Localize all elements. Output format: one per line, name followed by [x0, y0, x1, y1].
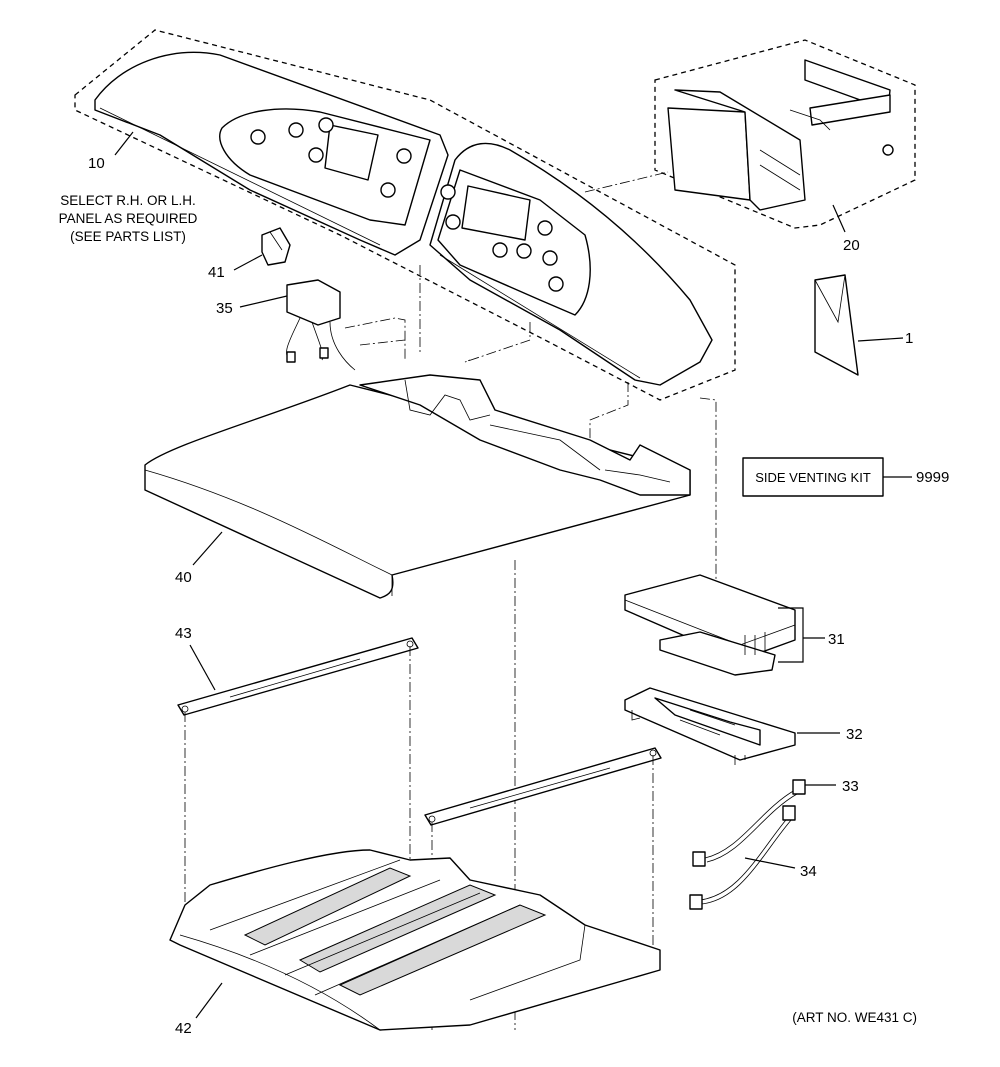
leader-20 — [832, 204, 846, 233]
control-panel-right — [429, 142, 713, 386]
callout-20: 20 — [843, 237, 860, 254]
leader-43 — [189, 644, 216, 691]
leader-41 — [233, 254, 263, 271]
panel-note-line-2: PANEL AS REQUIRED — [59, 211, 198, 226]
callout-42: 42 — [175, 1020, 192, 1037]
control-panel-group-outline — [74, 29, 736, 401]
leader-10 — [114, 131, 134, 156]
callout-41: 41 — [208, 264, 225, 281]
wire-harness-part-34 — [689, 805, 796, 910]
callout-33: 33 — [842, 778, 859, 795]
callout-9999: 9999 — [916, 469, 949, 486]
filter-harness-part-35 — [286, 279, 356, 371]
wire-harness-part-33 — [692, 779, 806, 867]
art-number: (ART NO. WE431 C) — [792, 1010, 917, 1025]
callout-32: 32 — [846, 726, 863, 743]
callout-35: 35 — [216, 300, 233, 317]
callout-1: 1 — [905, 330, 913, 347]
callout-31: 31 — [828, 631, 845, 648]
board-housing-part-32 — [624, 687, 796, 765]
callout-34: 34 — [800, 863, 817, 880]
panel-note-line-1: SELECT R.H. OR L.H. — [60, 193, 196, 208]
side-venting-kit-box — [742, 457, 884, 497]
leader-42 — [195, 982, 223, 1019]
leader-1 — [857, 337, 904, 342]
callout-43: 43 — [175, 625, 192, 642]
top-cover-part-40 — [144, 374, 691, 599]
rail-strip-rear — [424, 747, 662, 826]
callout-40: 40 — [175, 569, 192, 586]
ui-board-link-line — [584, 171, 669, 193]
callout-10: 10 — [88, 155, 105, 172]
literature-part-1 — [814, 274, 859, 376]
panel-note-line-3: (SEE PARTS LIST) — [70, 229, 186, 244]
rail-strip-part-43 — [177, 637, 419, 716]
clip-part-41 — [261, 227, 291, 266]
top-panel-part-42 — [169, 849, 661, 1031]
leader-34 — [744, 857, 796, 869]
control-panel-left — [94, 51, 449, 256]
leader-35 — [239, 295, 288, 308]
control-board-part-31 — [624, 574, 796, 676]
side-venting-kit-label: SIDE VENTING KIT — [755, 470, 871, 485]
ui-board-assembly — [667, 59, 894, 211]
leader-40 — [192, 531, 223, 566]
